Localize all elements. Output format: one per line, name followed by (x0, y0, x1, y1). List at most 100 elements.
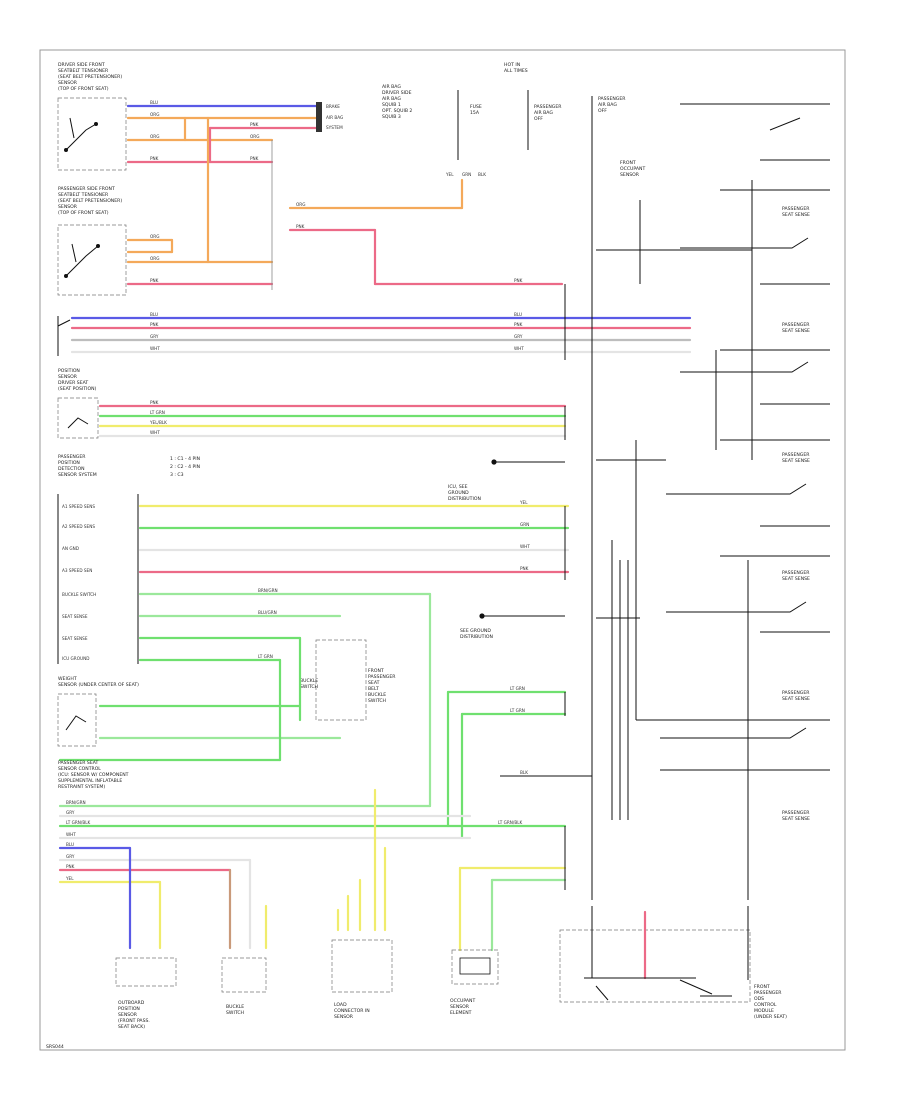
svg-text:SENSOR: SENSOR (450, 1004, 470, 1010)
svg-text:SENSOR: SENSOR (58, 374, 78, 380)
svg-text:PNK: PNK (250, 122, 259, 127)
svg-text:BUCKLE: BUCKLE (368, 692, 386, 698)
seat-module-4: POSITION SENSOR DRIVER SEAT (SEAT POSITI… (57, 368, 567, 439)
svg-text:SENSOR: SENSOR (58, 204, 78, 210)
svg-text:PASSENGER: PASSENGER (58, 454, 86, 460)
svg-text:OCCUPANT: OCCUPANT (620, 166, 645, 172)
svg-text:LT GRN: LT GRN (258, 654, 273, 659)
ground-points: ICU, SEE GROUND DISTRIBUTION SEE GROUND … (448, 459, 565, 640)
svg-text:SEAT SENSE: SEAT SENSE (62, 614, 88, 619)
svg-text:PNK: PNK (250, 156, 259, 161)
svg-text:PNK: PNK (514, 278, 523, 283)
svg-text:SENSOR: SENSOR (58, 80, 78, 86)
svg-text:SENSOR SYSTEM: SENSOR SYSTEM (58, 472, 97, 478)
svg-text:PASSENGER: PASSENGER (782, 452, 810, 458)
top-center-module: AIR BAG DRIVER SIDE AIR BAG SQUIB 1 OPT.… (382, 62, 562, 177)
wires-module-2: ORG ORG PNK ORG PNK PNK (126, 116, 564, 290)
svg-text:GRN: GRN (462, 172, 471, 177)
svg-text:SQUIB 1: SQUIB 1 (382, 102, 401, 108)
svg-text:SEAT SENSE: SEAT SENSE (62, 636, 88, 641)
svg-text:PNK: PNK (514, 322, 523, 327)
svg-text:FRONT: FRONT (368, 668, 384, 674)
seat-module-2: PASSENGER SIDE FRONT SEATBELT TENSIONER … (57, 186, 127, 296)
svg-text:ORG: ORG (150, 134, 159, 139)
svg-text:POSITION: POSITION (118, 1006, 140, 1012)
svg-text:SWITCH: SWITCH (368, 698, 386, 704)
svg-text:(ICU: SENSOR W/ COMPONENT: (ICU: SENSOR W/ COMPONENT (58, 772, 129, 778)
seat-module-3: BLU PNK GRY WHT BLU PNK GRY WHT (57, 312, 692, 356)
svg-text:CONTROL: CONTROL (754, 1002, 777, 1008)
svg-text:PASSENGER: PASSENGER (782, 206, 810, 212)
svg-text:ORG: ORG (150, 234, 159, 239)
svg-text:DISTRIBUTION: DISTRIBUTION (460, 634, 493, 640)
footer-code: SRS044 (46, 1044, 64, 1050)
svg-text:WHT: WHT (520, 544, 530, 549)
svg-text:POSITION: POSITION (58, 368, 80, 374)
svg-text:LT GRN: LT GRN (150, 410, 165, 415)
svg-text:PASSENGER: PASSENGER (782, 322, 810, 328)
weight-sensor-module: WEIGHT SENSOR (UNDER CENTER OF SEAT) (57, 676, 139, 747)
svg-text:GRY: GRY (66, 810, 75, 815)
svg-text:AN GND: AN GND (62, 546, 79, 551)
svg-text:SENSOR: SENSOR (620, 172, 640, 178)
svg-text:PNK: PNK (520, 566, 529, 571)
svg-text:(UNDER SEAT): (UNDER SEAT) (754, 1014, 787, 1020)
svg-text:SEAT: SEAT (368, 680, 380, 686)
svg-text:SQUIB 3: SQUIB 3 (382, 114, 401, 120)
svg-text:(TOP OF FRONT SEAT): (TOP OF FRONT SEAT) (58, 86, 109, 92)
svg-text:DISTRIBUTION: DISTRIBUTION (448, 496, 481, 502)
svg-text:BUCKLE SWITCH: BUCKLE SWITCH (62, 592, 96, 597)
svg-text:(SEAT BELT PRETENSIONER): (SEAT BELT PRETENSIONER) (58, 198, 122, 204)
svg-text:GRY: GRY (150, 334, 159, 339)
svg-text:GRN: GRN (520, 522, 529, 527)
svg-text:SEAT BACK): SEAT BACK) (118, 1024, 145, 1030)
svg-text:BLU: BLU (514, 312, 522, 317)
svg-text:15A: 15A (470, 110, 480, 116)
svg-text:GRY: GRY (514, 334, 523, 339)
svg-text:SUPPLEMENTAL INFLATABLE: SUPPLEMENTAL INFLATABLE (58, 778, 122, 784)
svg-text:PNK: PNK (296, 224, 305, 229)
svg-text:SEE GROUND: SEE GROUND (460, 628, 491, 634)
svg-text:LT GRN: LT GRN (510, 686, 525, 691)
svg-text:DRIVER SEAT: DRIVER SEAT (58, 380, 88, 386)
svg-text:ODS: ODS (754, 996, 764, 1002)
right-vertical-bus: PASSENGER AIR BAG OFF FRONT OCCUPANT SEN… (591, 96, 830, 900)
svg-text:BLK: BLK (478, 172, 486, 177)
svg-text:WEIGHT: WEIGHT (58, 676, 77, 682)
svg-text:DRIVER SIDE: DRIVER SIDE (382, 90, 412, 96)
svg-text:SEAT SENSE: SEAT SENSE (782, 816, 810, 822)
svg-text:PNK: PNK (150, 400, 159, 405)
svg-text:BLU: BLU (66, 842, 74, 847)
svg-text:PASSENGER: PASSENGER (782, 570, 810, 576)
svg-text:LOAD: LOAD (334, 1002, 347, 1008)
bottom-right-module: FRONT PASSENGER ODS CONTROL MODULE (UNDE… (559, 906, 787, 1020)
svg-text:A1 SPEED SENS: A1 SPEED SENS (62, 504, 95, 509)
svg-text:WHT: WHT (66, 832, 76, 837)
occupant-sensor-block: PASSENGER POSITION DETECTION SENSOR SYST… (57, 454, 570, 721)
svg-text:SEATBELT TENSIONER: SEATBELT TENSIONER (58, 192, 109, 198)
svg-text:SWITCH: SWITCH (226, 1010, 244, 1016)
svg-text:ORG: ORG (150, 112, 159, 117)
svg-text:SEAT SENSE: SEAT SENSE (782, 696, 810, 702)
svg-text:SYSTEM: SYSTEM (326, 125, 343, 130)
svg-text:1 : C1 - 4 PIN: 1 : C1 - 4 PIN (170, 456, 200, 462)
svg-text:LT GRN/BLK: LT GRN/BLK (498, 820, 523, 825)
svg-text:DRIVER SIDE FRONT: DRIVER SIDE FRONT (58, 62, 105, 68)
svg-text:PASSENGER SEAT: PASSENGER SEAT (58, 760, 99, 766)
svg-text:SEATBELT TENSIONER: SEATBELT TENSIONER (58, 68, 109, 74)
svg-text:AIR BAG: AIR BAG (382, 84, 401, 90)
svg-text:BLU: BLU (150, 312, 158, 317)
svg-text:YEL/BLK: YEL/BLK (149, 420, 167, 425)
svg-text:(SEAT POSITION): (SEAT POSITION) (58, 386, 97, 392)
svg-text:OUTBOARD: OUTBOARD (118, 1000, 145, 1006)
green-trunk: LT GRN LT GRN (58, 592, 567, 840)
svg-text:2 : C2 - 4 PIN: 2 : C2 - 4 PIN (170, 464, 200, 470)
svg-text:PASSENGER: PASSENGER (598, 96, 626, 102)
svg-text:ALL TIMES: ALL TIMES (504, 68, 528, 74)
svg-text:PASSENGER: PASSENGER (782, 810, 810, 816)
svg-text:CONNECTOR IN: CONNECTOR IN (334, 1008, 370, 1014)
svg-text:WHT: WHT (514, 346, 524, 351)
svg-text:SEAT SENSE: SEAT SENSE (782, 328, 810, 334)
svg-text:FRONT: FRONT (620, 160, 636, 166)
svg-text:PASSENGER: PASSENGER (782, 690, 810, 696)
